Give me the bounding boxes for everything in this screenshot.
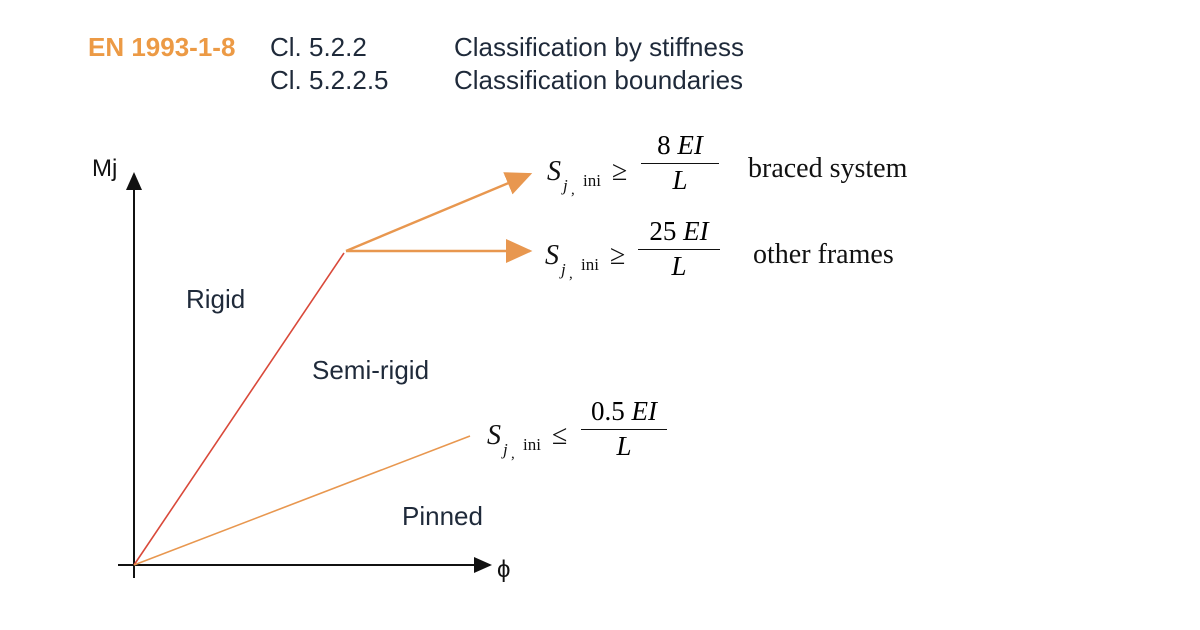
numerator-var: EI <box>631 396 657 426</box>
pinned-boundary-line <box>133 435 471 566</box>
clause-number-2: Cl. 5.2.2.5 <box>270 65 389 95</box>
note-braced-system: braced system <box>748 153 908 184</box>
denominator: L <box>672 165 688 195</box>
subscript-comma: , <box>511 446 515 462</box>
subscript-ini: ini <box>581 255 599 274</box>
stiffness-symbol: S <box>547 156 561 187</box>
operator-geq: ≥ <box>610 240 626 271</box>
fraction-other: 25 EI L <box>638 216 720 282</box>
region-semi-rigid-label: Semi-rigid <box>312 355 430 385</box>
denominator: L <box>616 431 632 461</box>
stiffness-symbol: S <box>545 240 559 271</box>
subscript-j: j <box>563 176 568 195</box>
standard-title: EN 1993-1-8 <box>88 32 235 63</box>
denominator: L <box>671 251 687 281</box>
subscript-ini: ini <box>583 171 601 190</box>
numerator-var: EI <box>677 130 703 160</box>
subscript-j: j <box>503 440 508 459</box>
subscript-comma: , <box>569 266 573 282</box>
subscript-comma: , <box>571 182 575 198</box>
fraction-pinned: 0.5 EI L <box>581 396 667 462</box>
note-other-frames: other frames <box>753 239 894 270</box>
arrow-to-braced-formula <box>345 172 533 253</box>
subscript-ini: ini <box>523 435 541 454</box>
numerator-coef: 25 <box>649 216 677 246</box>
operator-leq: ≤ <box>552 420 568 451</box>
standard-code: EN 1993-1-8 <box>88 32 236 62</box>
y-axis-label: Mj <box>92 155 118 182</box>
clause-title-2: Classification boundaries <box>454 65 744 95</box>
region-pinned-label: Pinned <box>402 501 483 531</box>
region-rigid-label: Rigid <box>186 284 246 314</box>
stiffness-symbol: S <box>487 420 501 451</box>
x-axis-label: ϕ <box>497 556 511 583</box>
rigid-boundary-line <box>133 252 345 566</box>
numerator-var: EI <box>683 216 709 246</box>
fraction-braced: 8 EI L <box>641 130 719 196</box>
numerator-coef: 0.5 <box>591 396 625 426</box>
subscript-j: j <box>561 260 566 279</box>
clause-number-1: Cl. 5.2.2 <box>270 32 367 62</box>
numerator-coef: 8 <box>657 130 671 160</box>
clause-title-1: Classification by stiffness <box>454 32 744 62</box>
operator-geq: ≥ <box>612 156 628 187</box>
